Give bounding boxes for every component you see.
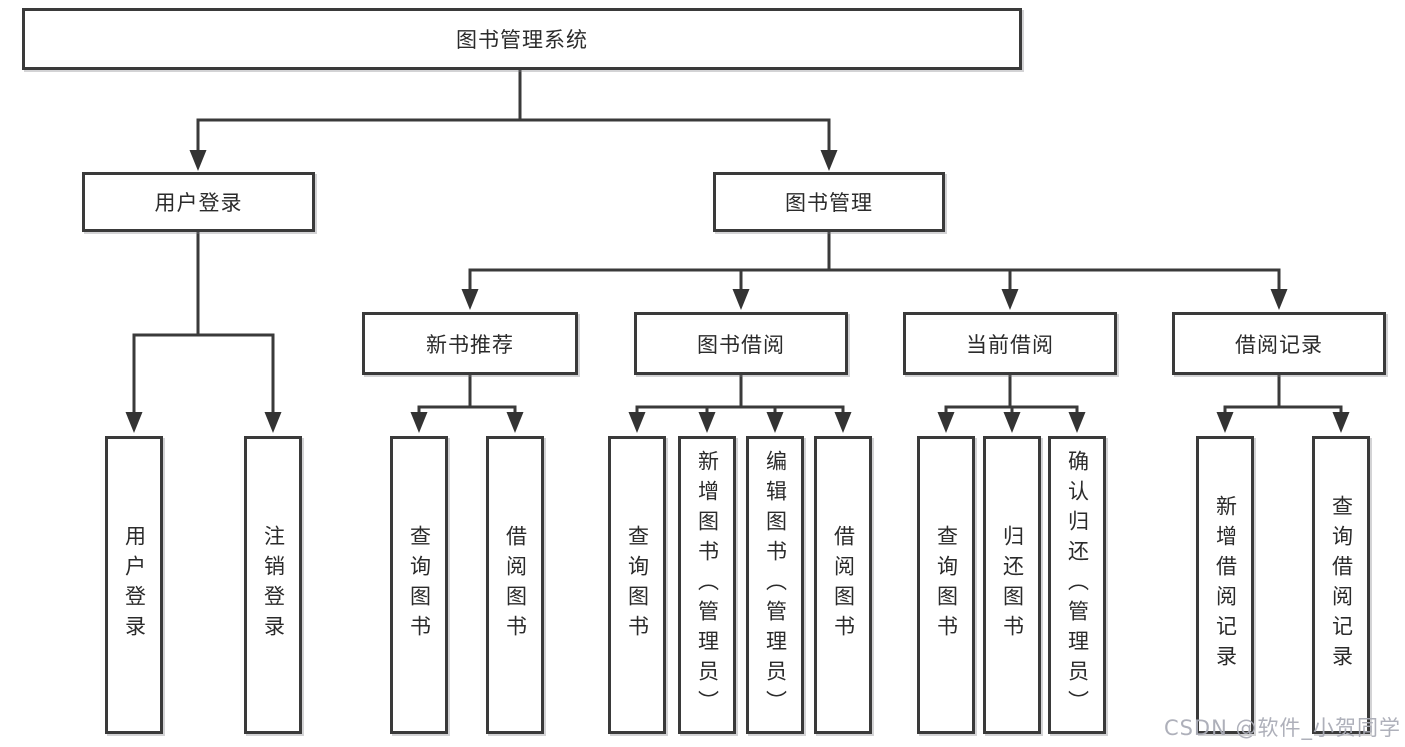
arrowhead — [410, 412, 428, 433]
leaf-borrow-book: 借阅图书 — [814, 436, 872, 734]
arrowhead — [820, 150, 838, 171]
node-library-management-system: 图书管理系统 — [22, 8, 1022, 70]
arrowhead — [1068, 412, 1086, 433]
leaf-return-book: 归还图书 — [983, 436, 1041, 734]
arrowhead — [628, 412, 646, 433]
leaf-logout: 注销登录 — [244, 436, 302, 734]
csdn-watermark: CSDN @软件_小贺同学 — [1163, 716, 1401, 740]
leaf-confirm-return-admin: 确认归还（管理员） — [1048, 436, 1106, 734]
arrowhead — [125, 412, 143, 433]
arrowhead — [766, 412, 784, 433]
arrowhead — [732, 289, 750, 310]
node-label: 新书推荐 — [426, 332, 514, 357]
arrowhead — [1001, 289, 1019, 310]
node-label: 图书管理 — [785, 191, 873, 215]
arrowhead — [189, 150, 207, 171]
arrowhead — [1270, 289, 1288, 310]
node-book-management: 图书管理 — [713, 172, 945, 232]
leaf-user-login: 用户登录 — [105, 436, 163, 734]
node-label: 图书借阅 — [697, 332, 785, 357]
arrowhead — [461, 289, 479, 310]
arrowhead — [1216, 412, 1234, 433]
leaf-query-book-borrow: 查询图书 — [608, 436, 666, 734]
leaf-borrow-book-recommend: 借阅图书 — [486, 436, 544, 734]
node-user-login: 用户登录 — [82, 172, 315, 232]
arrowhead — [1003, 412, 1021, 433]
node-label: 图书管理系统 — [456, 28, 588, 52]
leaf-add-book-admin: 新增图书（管理员） — [678, 436, 736, 734]
node-current-borrow: 当前借阅 — [903, 312, 1117, 375]
arrowhead — [264, 412, 282, 433]
arrowhead — [834, 412, 852, 433]
leaf-edit-book-admin: 编辑图书（管理员） — [746, 436, 804, 734]
node-borrow-record: 借阅记录 — [1172, 312, 1386, 375]
arrowhead — [1332, 412, 1350, 433]
arrowhead — [937, 412, 955, 433]
leaf-query-book-current: 查询图书 — [917, 436, 975, 734]
node-label: 当前借阅 — [966, 332, 1054, 357]
leaf-add-borrow-record: 新增借阅记录 — [1196, 436, 1254, 734]
node-label: 借阅记录 — [1235, 332, 1323, 357]
node-book-borrow: 图书借阅 — [634, 312, 848, 375]
arrowhead — [698, 412, 716, 433]
node-new-book-recommend: 新书推荐 — [362, 312, 578, 375]
leaf-query-borrow-record: 查询借阅记录 — [1312, 436, 1370, 734]
arrowhead — [506, 412, 524, 433]
node-label: 用户登录 — [154, 191, 243, 215]
leaf-query-book-recommend: 查询图书 — [390, 436, 448, 734]
